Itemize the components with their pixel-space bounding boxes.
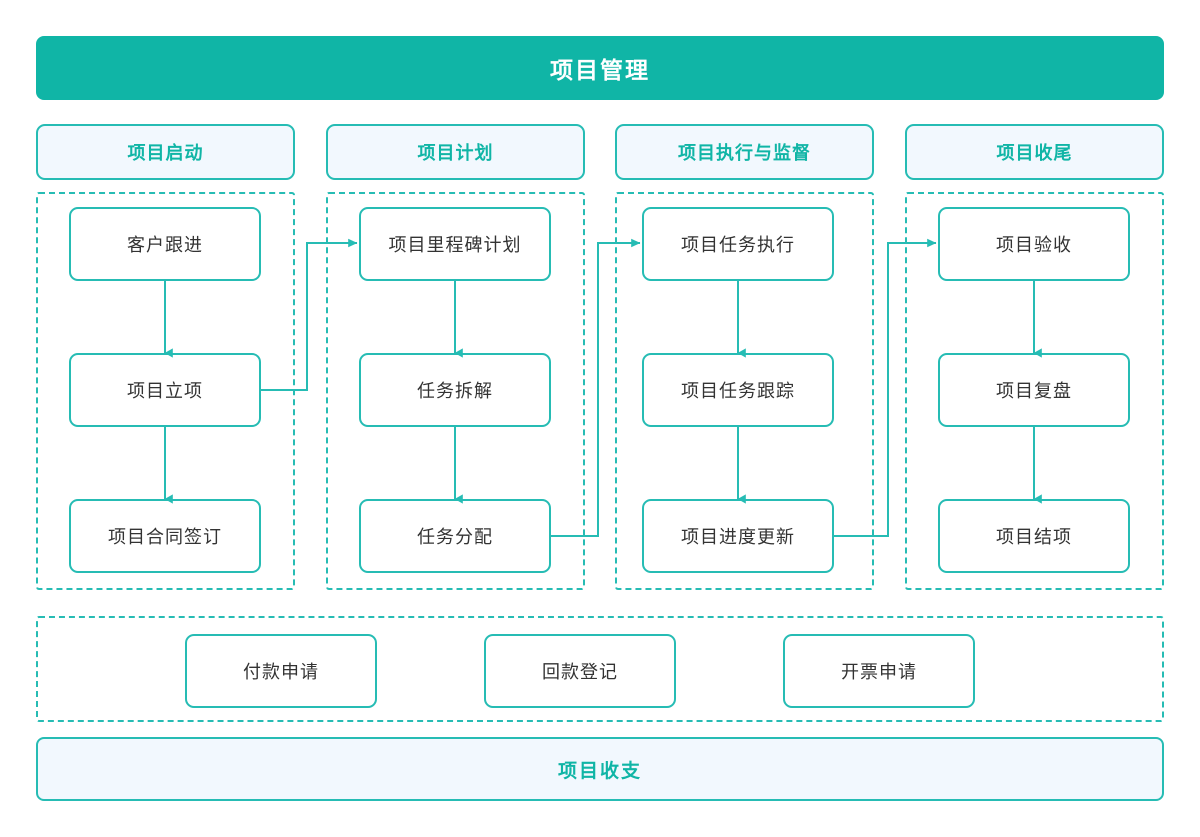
footer-banner: 项目收支 bbox=[36, 737, 1164, 801]
node-project-task-tracking[interactable]: 项目任务跟踪 bbox=[642, 353, 834, 427]
node-project-initiation[interactable]: 项目立项 bbox=[69, 353, 261, 427]
phase-header-label: 项目计划 bbox=[417, 143, 494, 163]
node-label: 回款登记 bbox=[542, 662, 618, 682]
node-label: 项目进度更新 bbox=[681, 527, 795, 547]
phase-header-planning[interactable]: 项目计划 bbox=[326, 124, 585, 180]
node-project-task-execution[interactable]: 项目任务执行 bbox=[642, 207, 834, 281]
node-label: 任务拆解 bbox=[417, 381, 493, 401]
phase-header-label: 项目执行与监督 bbox=[678, 143, 811, 163]
node-project-acceptance[interactable]: 项目验收 bbox=[938, 207, 1130, 281]
phase-header-initiation[interactable]: 项目启动 bbox=[36, 124, 295, 180]
node-payment-application[interactable]: 付款申请 bbox=[185, 634, 377, 708]
node-label: 项目验收 bbox=[996, 235, 1072, 255]
node-label: 开票申请 bbox=[841, 662, 917, 682]
node-label: 项目复盘 bbox=[996, 381, 1072, 401]
node-task-breakdown[interactable]: 任务拆解 bbox=[359, 353, 551, 427]
node-label: 项目任务跟踪 bbox=[681, 381, 795, 401]
node-label: 任务分配 bbox=[417, 527, 493, 547]
phase-header-execution[interactable]: 项目执行与监督 bbox=[615, 124, 874, 180]
phase-container-initiation bbox=[36, 192, 295, 590]
node-customer-follow-up[interactable]: 客户跟进 bbox=[69, 207, 261, 281]
diagram-title-banner: 项目管理 bbox=[36, 36, 1164, 100]
node-payment-receipt-registration[interactable]: 回款登记 bbox=[484, 634, 676, 708]
phase-header-label: 项目收尾 bbox=[996, 143, 1073, 163]
node-label: 项目里程碑计划 bbox=[388, 235, 522, 255]
node-project-closure[interactable]: 项目结项 bbox=[938, 499, 1130, 573]
node-label: 项目结项 bbox=[996, 527, 1072, 547]
phase-header-label: 项目启动 bbox=[127, 143, 204, 163]
node-project-progress-update[interactable]: 项目进度更新 bbox=[642, 499, 834, 573]
node-project-review[interactable]: 项目复盘 bbox=[938, 353, 1130, 427]
node-label: 项目合同签订 bbox=[108, 527, 222, 547]
finance-container bbox=[36, 616, 1164, 722]
node-project-contract-signing[interactable]: 项目合同签订 bbox=[69, 499, 261, 573]
phase-header-closing[interactable]: 项目收尾 bbox=[905, 124, 1164, 180]
node-label: 项目任务执行 bbox=[681, 235, 795, 255]
node-project-milestone-plan[interactable]: 项目里程碑计划 bbox=[359, 207, 551, 281]
footer-title: 项目收支 bbox=[557, 760, 642, 782]
node-label: 项目立项 bbox=[127, 381, 203, 401]
node-label: 付款申请 bbox=[243, 662, 319, 682]
node-task-assignment[interactable]: 任务分配 bbox=[359, 499, 551, 573]
diagram-title: 项目管理 bbox=[550, 57, 650, 83]
node-label: 客户跟进 bbox=[127, 235, 203, 255]
node-invoice-application[interactable]: 开票申请 bbox=[783, 634, 975, 708]
